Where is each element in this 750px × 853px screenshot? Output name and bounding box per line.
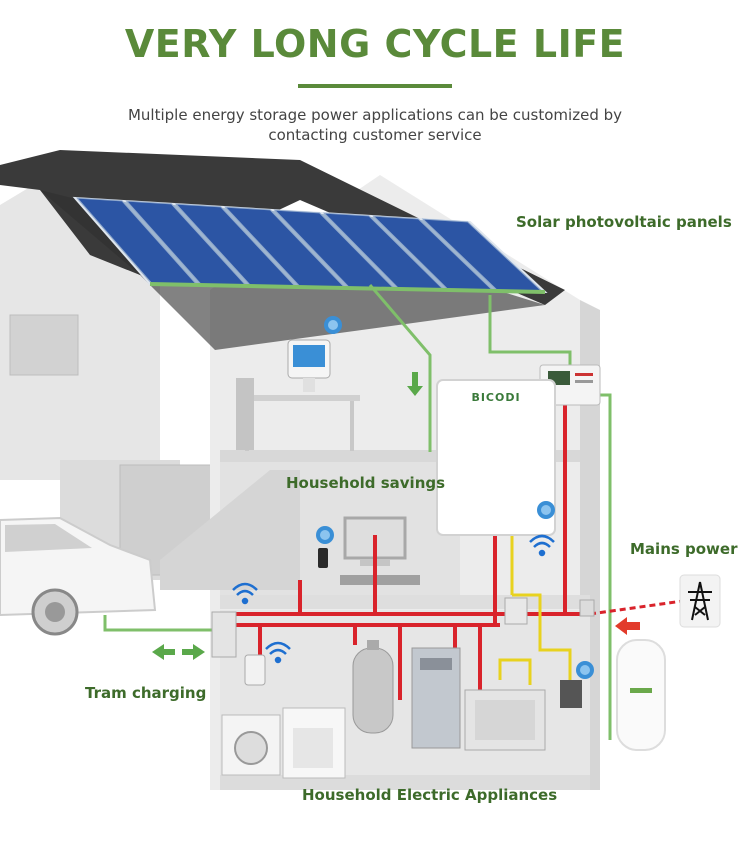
- water-heater-icon: [352, 640, 394, 734]
- socket-icon: [244, 654, 266, 686]
- dryer-icon: [282, 707, 346, 779]
- monitor-icon: [287, 339, 331, 392]
- down-arrow-icon: [407, 372, 423, 396]
- electric-car: [0, 516, 157, 636]
- battery-storage-unit: BICODI: [436, 379, 556, 536]
- globe-icon: [576, 661, 594, 679]
- meter-icon: [560, 680, 582, 708]
- outdoor-tank: [616, 639, 666, 751]
- page-subtitle: Multiple energy storage power applicatio…: [127, 106, 623, 144]
- bidirectional-arrow-icon: [152, 644, 205, 660]
- boiler-icon: [411, 647, 461, 749]
- power-pylon-icon: [679, 574, 721, 628]
- stairs: [160, 470, 300, 590]
- smartphone-icon: [318, 548, 328, 568]
- globe-icon: [316, 526, 334, 544]
- red-arrow-icon: [615, 617, 640, 635]
- washing-machine-icon: [221, 714, 281, 776]
- office-desk: [236, 378, 360, 451]
- label-household-savings: Household savings: [286, 474, 446, 492]
- wifi-icon: [265, 641, 291, 664]
- home-energy-system-diagram: BICODI: [0, 150, 721, 790]
- battery-brand-logo: BICODI: [471, 391, 520, 404]
- wifi-icon: [232, 582, 258, 605]
- label-household-appliances: Household Electric Appliances: [302, 786, 558, 804]
- label-tram-charging: Tram charging: [85, 684, 207, 702]
- distribution-box: [211, 597, 595, 658]
- power-wiring: [103, 284, 691, 740]
- label-solar-panels: Solar photovoltaic panels: [516, 213, 732, 231]
- generator-icon: [464, 689, 546, 751]
- globe-icon: [324, 316, 342, 334]
- globe-icon: [537, 501, 555, 519]
- wifi-icon: [529, 534, 555, 557]
- label-mains-power: Mains power: [630, 540, 738, 558]
- page-title: VERY LONG CYCLE LIFE: [124, 22, 626, 66]
- solar-panel-array: [72, 196, 548, 294]
- title-underline: [298, 84, 452, 88]
